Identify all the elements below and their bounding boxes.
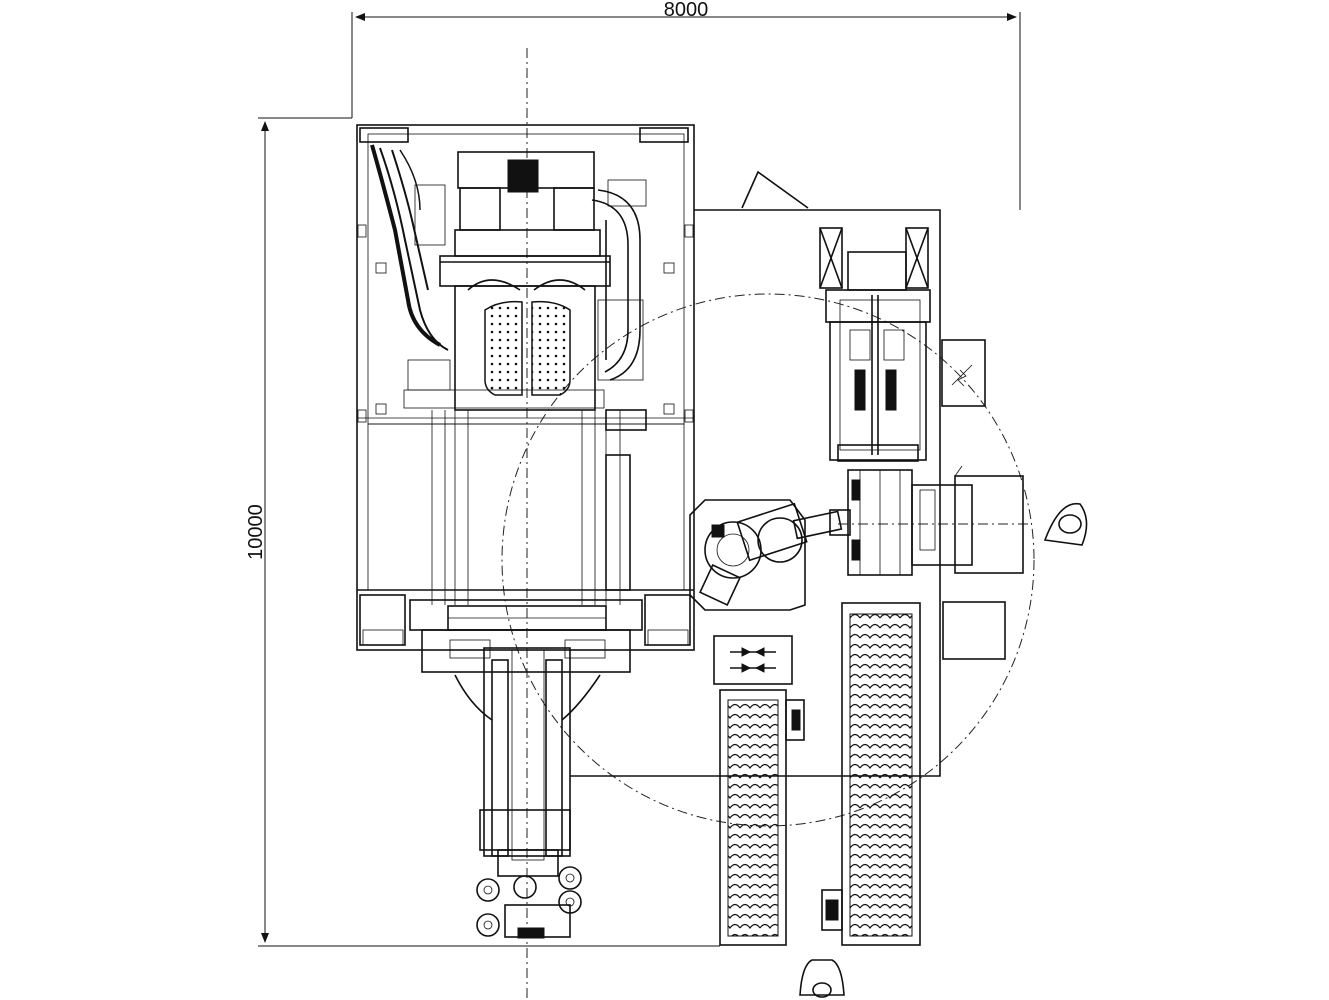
control-cabinet — [941, 339, 1006, 660]
main-press-machine — [356, 124, 695, 939]
pallet-conveyor-left — [713, 635, 805, 946]
height-dimension-label: 10000 — [245, 504, 267, 560]
width-dimension-label: 8000 — [664, 0, 709, 21]
robot-arm — [689, 499, 851, 611]
infeed-station — [819, 227, 931, 462]
operator-top — [1043, 502, 1088, 546]
center-lines — [501, 48, 1035, 1000]
dimension-lines — [258, 12, 1021, 947]
operator-bottom — [799, 959, 845, 998]
gripper-station — [847, 465, 1024, 576]
pallet-conveyor-right — [821, 602, 921, 946]
